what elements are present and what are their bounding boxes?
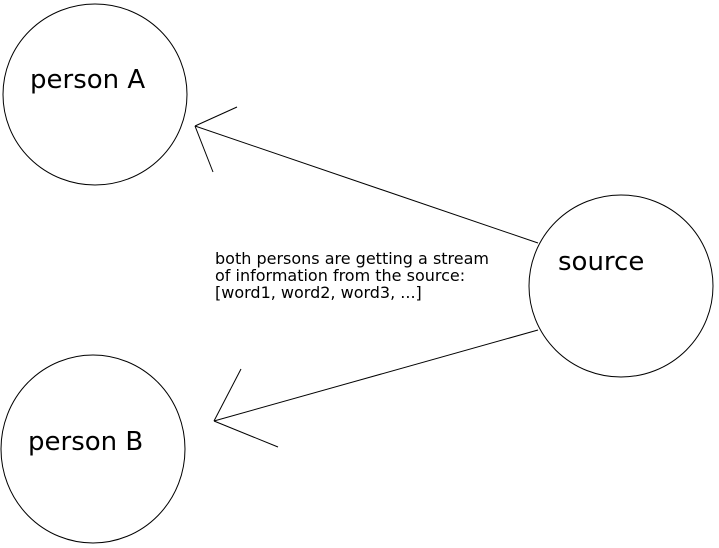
person-b-node: [0, 354, 186, 544]
annotation-text: both persons are getting a stream of inf…: [215, 249, 489, 302]
person-a-node: [2, 3, 188, 186]
arrow-source-to-person-b-head-2: [213, 420, 279, 448]
arrow-source-to-person-a-shaft: [194, 125, 539, 244]
arrow-source-to-person-a-head-1: [194, 106, 238, 127]
person-b-label: person B: [28, 427, 143, 457]
arrow-source-to-person-b-shaft: [213, 329, 539, 422]
person-a-label: person A: [30, 65, 145, 95]
arrow-source-to-person-a-head-2: [194, 125, 214, 173]
source-label: source: [558, 247, 644, 277]
arrow-source-to-person-b-head-1: [213, 368, 242, 422]
annotation-line-2: of information from the source:: [215, 266, 465, 285]
annotation-line-1: both persons are getting a stream: [215, 249, 489, 268]
annotation-line-3: [word1, word2, word3, ...]: [215, 283, 422, 302]
source-node: [528, 194, 714, 378]
arrows-layer: [194, 106, 539, 448]
